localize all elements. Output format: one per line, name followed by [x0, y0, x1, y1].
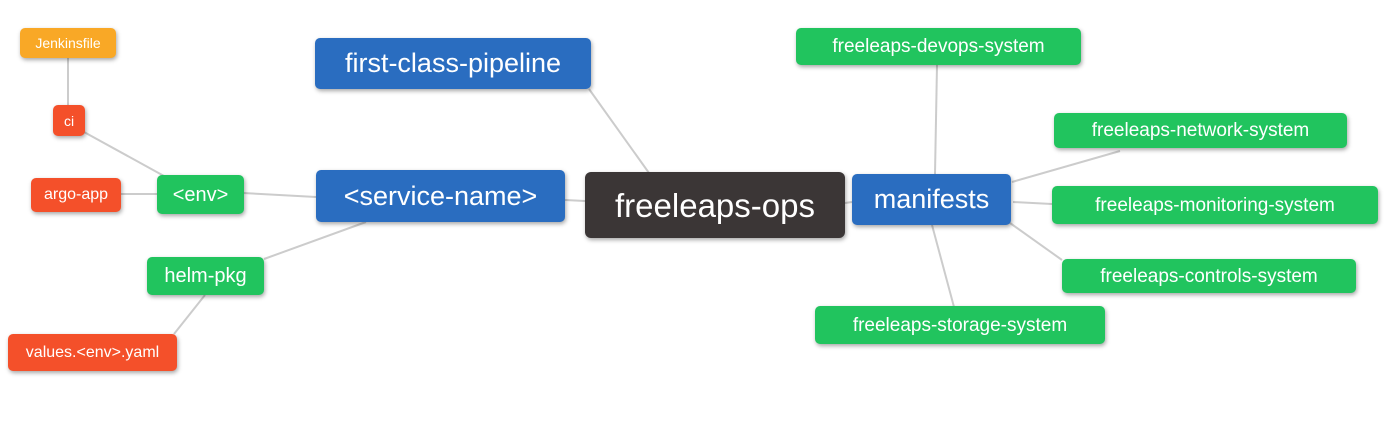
node-freeleaps-controls-system[interactable]: freeleaps-controls-system	[1062, 259, 1356, 293]
node-ci[interactable]: ci	[53, 105, 85, 136]
node-freeleaps-devops-system[interactable]: freeleaps-devops-system	[796, 28, 1081, 65]
edge-service-name-ops	[564, 199, 586, 202]
node-argo-app[interactable]: argo-app	[31, 178, 121, 212]
edge-manifests-devops	[934, 64, 938, 175]
edge-env-service-name	[242, 192, 317, 198]
node-freeleaps-network-system[interactable]: freeleaps-network-system	[1054, 113, 1347, 148]
edge-manifests-storage	[931, 224, 955, 308]
node-freeleaps-monitoring-system[interactable]: freeleaps-monitoring-system	[1052, 186, 1378, 224]
node-env[interactable]: <env>	[157, 175, 244, 214]
edge-ci-env	[83, 131, 165, 177]
edge-ops-manifests	[844, 201, 853, 204]
edge-manifests-network	[1011, 150, 1121, 183]
edge-manifests-controls	[1009, 222, 1063, 261]
edge-pipeline-ops	[588, 88, 650, 174]
node-first-class-pipeline[interactable]: first-class-pipeline	[315, 38, 591, 89]
node-freeleaps-ops-root[interactable]: freeleaps-ops	[585, 172, 845, 238]
node-helm-pkg[interactable]: helm-pkg	[147, 257, 264, 295]
node-values-env-yaml[interactable]: values.<env>.yaml	[8, 334, 177, 371]
edge-service-name-helm-pkg	[263, 221, 367, 260]
edge-manifests-monitoring	[1012, 201, 1053, 205]
node-service-name[interactable]: <service-name>	[316, 170, 565, 222]
edge-helm-pkg-values	[173, 294, 206, 335]
node-jenkinsfile[interactable]: Jenkinsfile	[20, 28, 116, 58]
node-freeleaps-storage-system[interactable]: freeleaps-storage-system	[815, 306, 1105, 344]
node-manifests[interactable]: manifests	[852, 174, 1011, 225]
